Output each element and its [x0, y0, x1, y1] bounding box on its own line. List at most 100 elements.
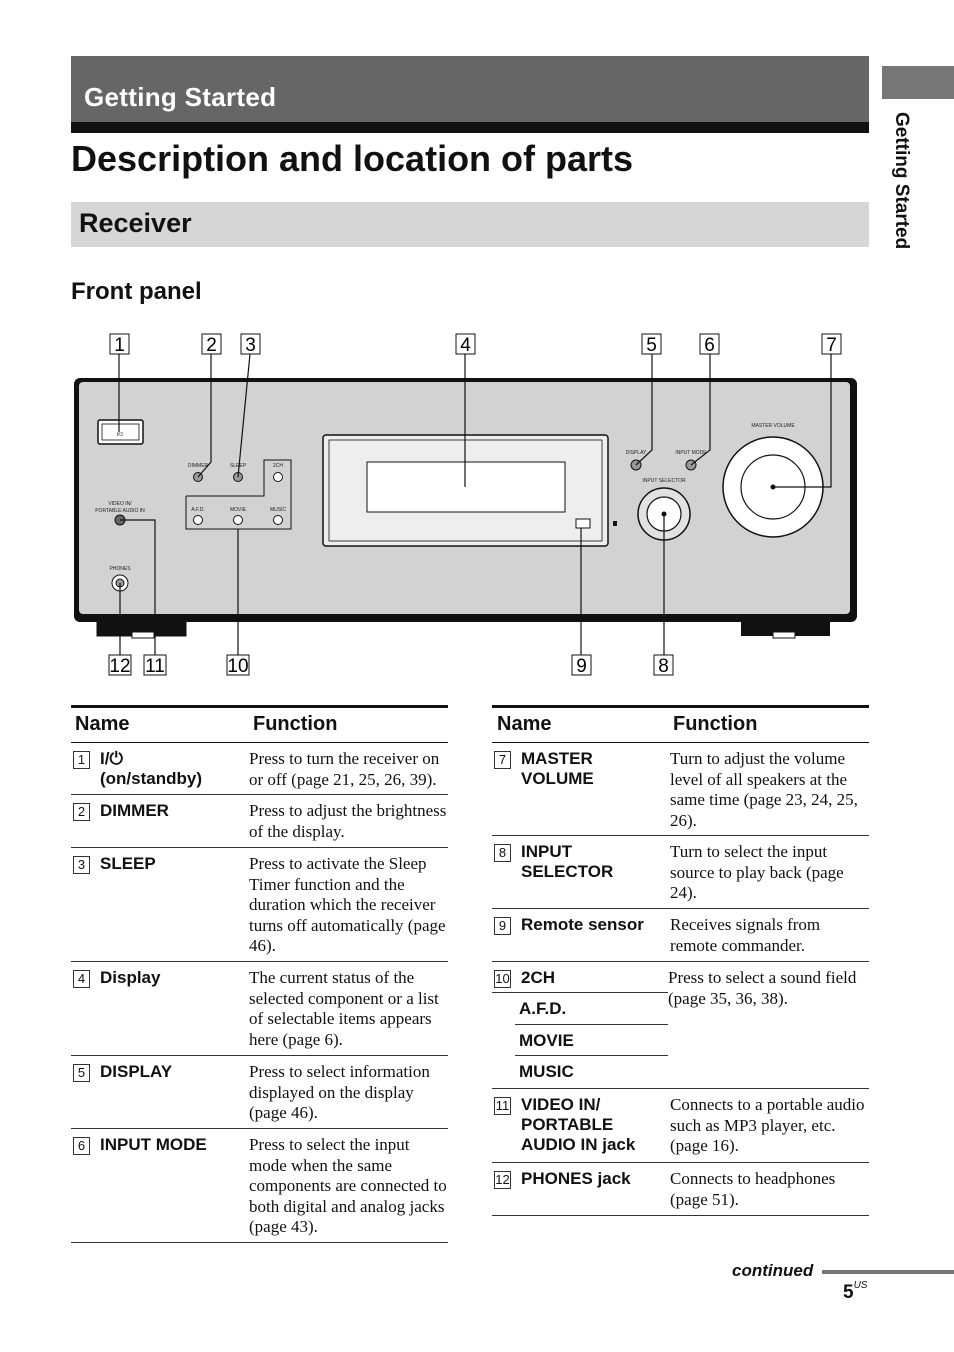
callout-3: 3: [245, 335, 256, 356]
left-parts-table: Name Function 1 I/⏻(on/standby) Press to …: [71, 705, 448, 1243]
item-function: The current status of the selected compo…: [249, 968, 439, 1049]
item-function: Press to select information displayed on…: [249, 1062, 430, 1122]
table-row: 2 DIMMER Press to adjust the brightness o…: [71, 795, 448, 848]
item-function: Connects to headphones (page 51).: [670, 1169, 836, 1209]
item-name: VOLUME: [521, 769, 594, 788]
item-function: Turn to select the input source to play …: [670, 842, 844, 902]
item-name: SELECTOR: [521, 862, 614, 881]
remote-sensor: [575, 518, 591, 529]
item-name: DIMMER: [100, 801, 169, 820]
power-button: [97, 419, 144, 445]
subsection-bar: [71, 202, 869, 247]
svg-text:I/⏻: I/⏻: [117, 432, 124, 438]
movie-label: MOVIE: [230, 507, 247, 513]
callout-12: 12: [109, 656, 130, 677]
right-foot-inner: [772, 631, 796, 639]
2ch-button: [273, 472, 283, 482]
item-number: 6: [73, 1137, 90, 1155]
item-name: PORTABLE: [521, 1115, 614, 1134]
table-row: 3 SLEEP Press to activate the Sleep Timer…: [71, 848, 448, 962]
item-number: 2: [73, 803, 90, 821]
item-number: 11: [494, 1097, 511, 1115]
display-screen: [366, 461, 566, 513]
item-name: Display: [100, 968, 161, 987]
afd-label: A.F.D.: [191, 507, 205, 513]
side-tab-label: Getting Started: [891, 112, 912, 250]
dimmer-label: DIMMER: [188, 463, 209, 469]
page-number: 5US: [843, 1280, 868, 1304]
header-function: Function: [253, 713, 338, 735]
video-in-label: VIDEO IN/: [108, 501, 132, 507]
item-function: Turn to adjust the volume level of all s…: [670, 749, 858, 830]
item-name: (on/standby): [100, 769, 202, 788]
item-name: A.F.D.: [515, 993, 668, 1025]
item-function: Receives signals from remote commander.: [670, 915, 821, 955]
item-name: I/⏻: [100, 749, 123, 768]
table-row: 6 INPUT MODE Press to select the input mo…: [71, 1129, 448, 1243]
item-number: 12: [494, 1171, 511, 1189]
callout-11: 11: [145, 656, 165, 677]
display-button-label: DISPLAY: [626, 450, 647, 456]
item-function: Press to select a sound field (page 35, …: [668, 968, 857, 1008]
item-function: Press to select the input mode when the …: [249, 1135, 447, 1236]
section-banner-title: Getting Started: [84, 82, 277, 112]
table-row: 4 Display The current status of the selec…: [71, 962, 448, 1056]
right-foot: [741, 618, 830, 636]
item-number: 7: [494, 751, 511, 769]
title-rule: [71, 122, 869, 133]
callout-9: 9: [576, 656, 587, 677]
callout-5: 5: [646, 335, 657, 356]
callout-8: 8: [658, 656, 669, 677]
afd-button: [193, 515, 203, 525]
item-number: 1: [73, 751, 90, 769]
phones-label: PHONES: [109, 566, 131, 572]
2ch-label: 2CH: [273, 463, 283, 469]
subsection-title: Receiver: [79, 208, 192, 238]
table-row: 1 I/⏻(on/standby) Press to turn the recei…: [71, 743, 448, 795]
item-name: DISPLAY: [100, 1062, 173, 1081]
item-name: MUSIC: [519, 1062, 574, 1081]
left-foot-inner: [131, 631, 155, 639]
item-number: 10: [494, 970, 511, 988]
sound-field-frame: [185, 459, 292, 530]
page-number-suffix: US: [853, 1280, 868, 1291]
item-function: Press to turn the receiver on or off (pa…: [249, 749, 440, 789]
callout-4: 4: [460, 335, 471, 356]
item-name: PHONES jack: [521, 1169, 631, 1188]
callout-10: 10: [227, 656, 248, 677]
table-row: 5 DISPLAY Press to select information dis…: [71, 1056, 448, 1129]
sleep-label: SLEEP: [230, 463, 247, 469]
item-number: 4: [73, 970, 90, 988]
item-number: 3: [73, 856, 90, 874]
receiver-front-panel-figure: I/⏻ DIMMER SLEEP 2CH A.F.D. MOVIE MUSIC …: [74, 333, 857, 677]
header-name: Name: [75, 713, 130, 735]
side-tab: Getting Started: [882, 112, 922, 282]
callout-6: 6: [704, 335, 715, 356]
item-name: MOVIE: [515, 1025, 668, 1056]
table-header: Name Function: [71, 708, 448, 743]
header-function: Function: [673, 713, 758, 735]
input-selector-label: INPUT SELECTOR: [642, 478, 686, 484]
callout-2: 2: [206, 335, 217, 356]
master-volume-label: MASTER VOLUME: [751, 423, 795, 429]
page-number-value: 5: [843, 1282, 854, 1303]
callout-1: 1: [114, 335, 125, 356]
movie-button: [233, 515, 243, 525]
item-name: INPUT MODE: [100, 1135, 207, 1154]
item-name: SLEEP: [100, 854, 156, 873]
item-function: Press to adjust the brightness of the di…: [249, 801, 447, 841]
item-name: VIDEO IN/: [521, 1095, 601, 1114]
item-number: 5: [73, 1064, 90, 1082]
item-name: AUDIO IN jack: [521, 1135, 636, 1154]
panel-heading: Front panel: [71, 278, 202, 305]
header-name: Name: [497, 713, 552, 735]
continued-line: [822, 1270, 954, 1274]
item-name: 2CH: [521, 968, 556, 987]
table-header: Name Function: [492, 708, 869, 743]
item-function: Press to activate the Sleep Timer functi…: [249, 854, 446, 955]
side-tab-marker: [882, 66, 954, 99]
